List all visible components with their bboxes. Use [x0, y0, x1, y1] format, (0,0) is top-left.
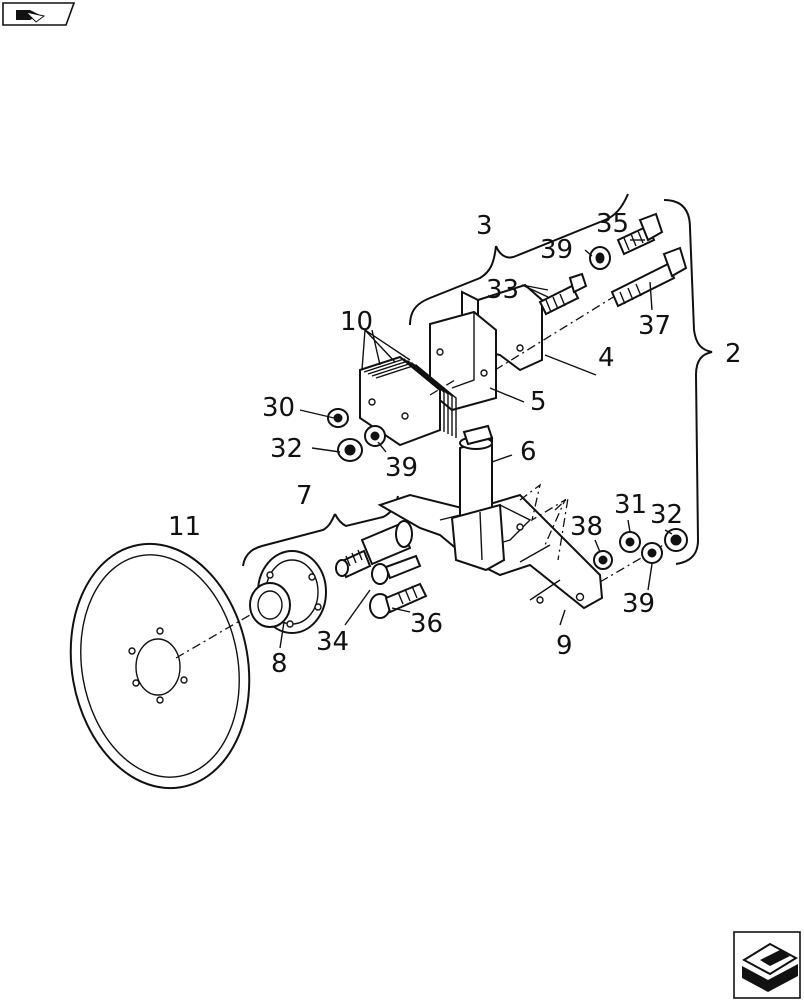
nut-38 — [593, 550, 613, 570]
washer-39-right — [641, 542, 663, 564]
callout-39-right: 39 — [622, 589, 655, 619]
bolt-36 — [369, 582, 428, 619]
callout-7: 7 — [296, 481, 313, 511]
callout-4: 4 — [598, 343, 615, 373]
callout-34: 34 — [316, 627, 349, 657]
shim-pack — [359, 355, 457, 447]
callout-6: 6 — [520, 437, 537, 467]
washer-39-top — [589, 246, 611, 270]
callout-31: 31 — [614, 490, 647, 520]
callout-33: 33 — [486, 275, 519, 305]
nut-30 — [327, 408, 349, 428]
callout-2: 2 — [725, 339, 742, 369]
disc-blade — [69, 542, 251, 790]
bolt-34 — [371, 554, 422, 585]
callout-32-left: 32 — [270, 434, 303, 464]
callout-38: 38 — [570, 512, 603, 542]
nut-32-left — [337, 438, 363, 462]
callout-35: 35 — [596, 209, 629, 239]
bolt-33 — [538, 272, 588, 316]
callout-8: 8 — [271, 649, 288, 679]
pivot-post — [450, 424, 506, 572]
callout-10: 10 — [340, 307, 373, 337]
callout-36: 36 — [410, 609, 443, 639]
callout-30: 30 — [262, 393, 295, 423]
washer-39-left — [364, 425, 386, 447]
callout-11: 11 — [168, 512, 201, 542]
callout-9: 9 — [556, 631, 573, 661]
bolt-37 — [610, 246, 688, 308]
next-page-book-icon[interactable] — [2, 2, 76, 26]
hub — [249, 550, 327, 634]
nut-32-right — [664, 528, 688, 552]
callout-39-left: 39 — [385, 453, 418, 483]
callout-37: 37 — [638, 311, 671, 341]
callout-39-top: 39 — [540, 235, 573, 265]
spindle — [335, 520, 413, 579]
callout-3: 3 — [476, 211, 493, 241]
next-page-book-icon[interactable] — [733, 931, 801, 999]
callout-32-right: 32 — [650, 500, 683, 530]
nut-31 — [619, 531, 641, 553]
callout-5: 5 — [530, 387, 547, 417]
